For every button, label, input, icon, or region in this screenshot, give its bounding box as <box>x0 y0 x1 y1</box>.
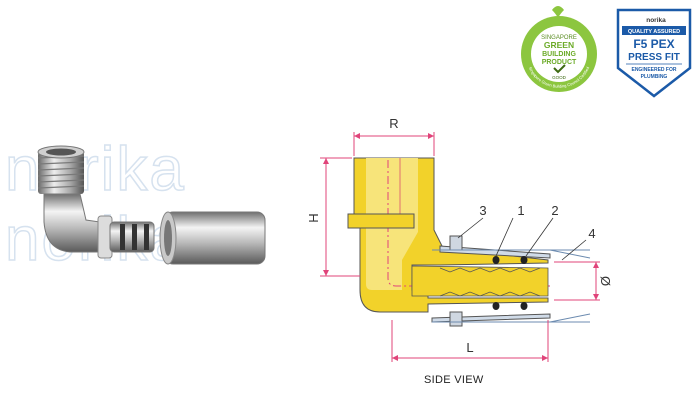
callout-leaders <box>457 217 587 261</box>
leaf-icon <box>552 6 564 18</box>
product-photo: norika norika <box>4 134 266 275</box>
badge-quality-line2: PRESS FIT <box>628 52 680 63</box>
checkmark-icon <box>553 64 566 74</box>
green-building-badge: SINGAPORE GREEN BUILDING PRODUCT GOOD Si… <box>514 4 604 96</box>
callout-1: 1 <box>517 203 524 218</box>
product-photo-area: norika norika <box>0 110 300 310</box>
dimension-label-diameter: Ø <box>598 276 613 286</box>
watermark-text-1: norika <box>5 135 186 204</box>
badge-green-line4: PRODUCT <box>542 59 577 66</box>
badge-green-rating: GOOD <box>552 75 567 80</box>
badge-green-line1: SINGAPORE <box>541 35 577 41</box>
badge-quality-top: QUALITY ASSURED <box>628 29 680 35</box>
callout-4: 4 <box>588 226 595 241</box>
dimension-label-L: L <box>466 340 473 355</box>
badge-quality-brand: norika <box>646 17 666 24</box>
dimension-label-R: R <box>389 116 398 131</box>
technical-drawing: R H L Ø 3 1 2 4 <box>300 100 620 370</box>
diagram-caption: SIDE VIEW <box>424 374 484 386</box>
badge-quality-bottom2: PLUMBING <box>641 74 668 80</box>
elbow-cross-section <box>347 157 591 327</box>
dimension-label-H: H <box>306 213 321 222</box>
badge-quality-line1: F5 PEX <box>633 37 674 51</box>
quality-assured-badge: norika QUALITY ASSURED F5 PEX PRESS FIT … <box>612 4 696 100</box>
badge-green-line2: GREEN <box>544 40 574 50</box>
elbow-fitting-image <box>37 145 266 265</box>
badge-green-line3: BUILDING <box>542 51 576 58</box>
callout-3: 3 <box>479 203 486 218</box>
badge-quality-bottom1: ENGINEERED FOR <box>631 67 676 73</box>
callout-2: 2 <box>551 203 558 218</box>
dimension-lines <box>320 132 600 362</box>
